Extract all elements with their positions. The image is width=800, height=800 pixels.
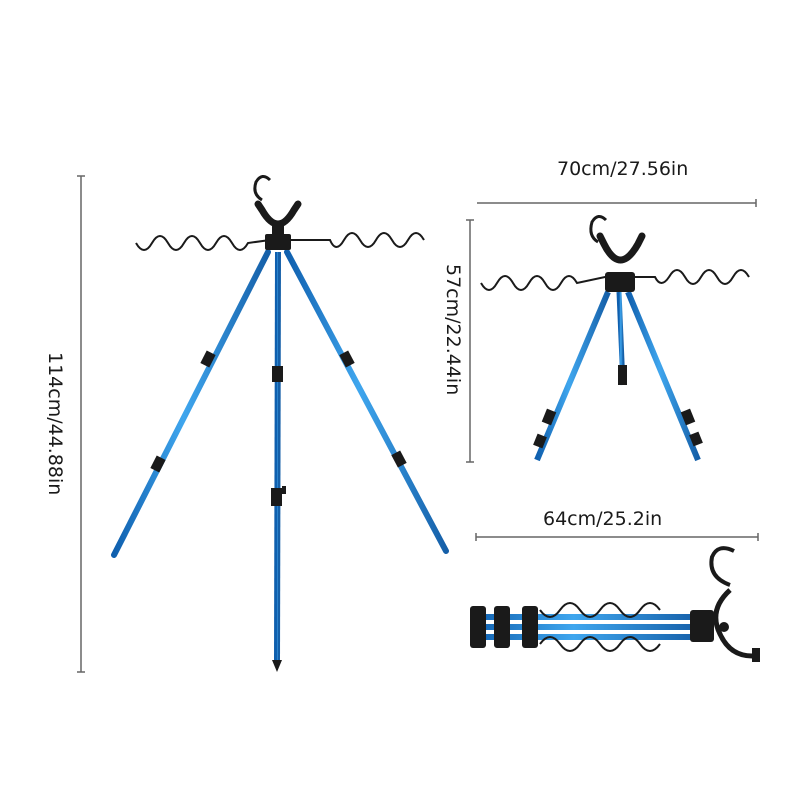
dimension-line-short-height [466, 219, 474, 463]
tripod-compact [480, 215, 750, 462]
label-full-height: 114cm/44.88in [44, 352, 66, 496]
dimension-line-full-height [77, 175, 85, 673]
dimension-line-folded-length [475, 533, 759, 541]
label-folded-length: 64cm/25.2in [543, 508, 663, 530]
dimension-line-rest-width [477, 199, 757, 207]
tripod-folded [470, 546, 760, 662]
label-short-height: 57cm/22.44in [442, 264, 464, 396]
rod-rest-wire [135, 232, 425, 251]
tripod-extended [111, 175, 449, 672]
label-rest-width: 70cm/27.56in [557, 158, 689, 180]
